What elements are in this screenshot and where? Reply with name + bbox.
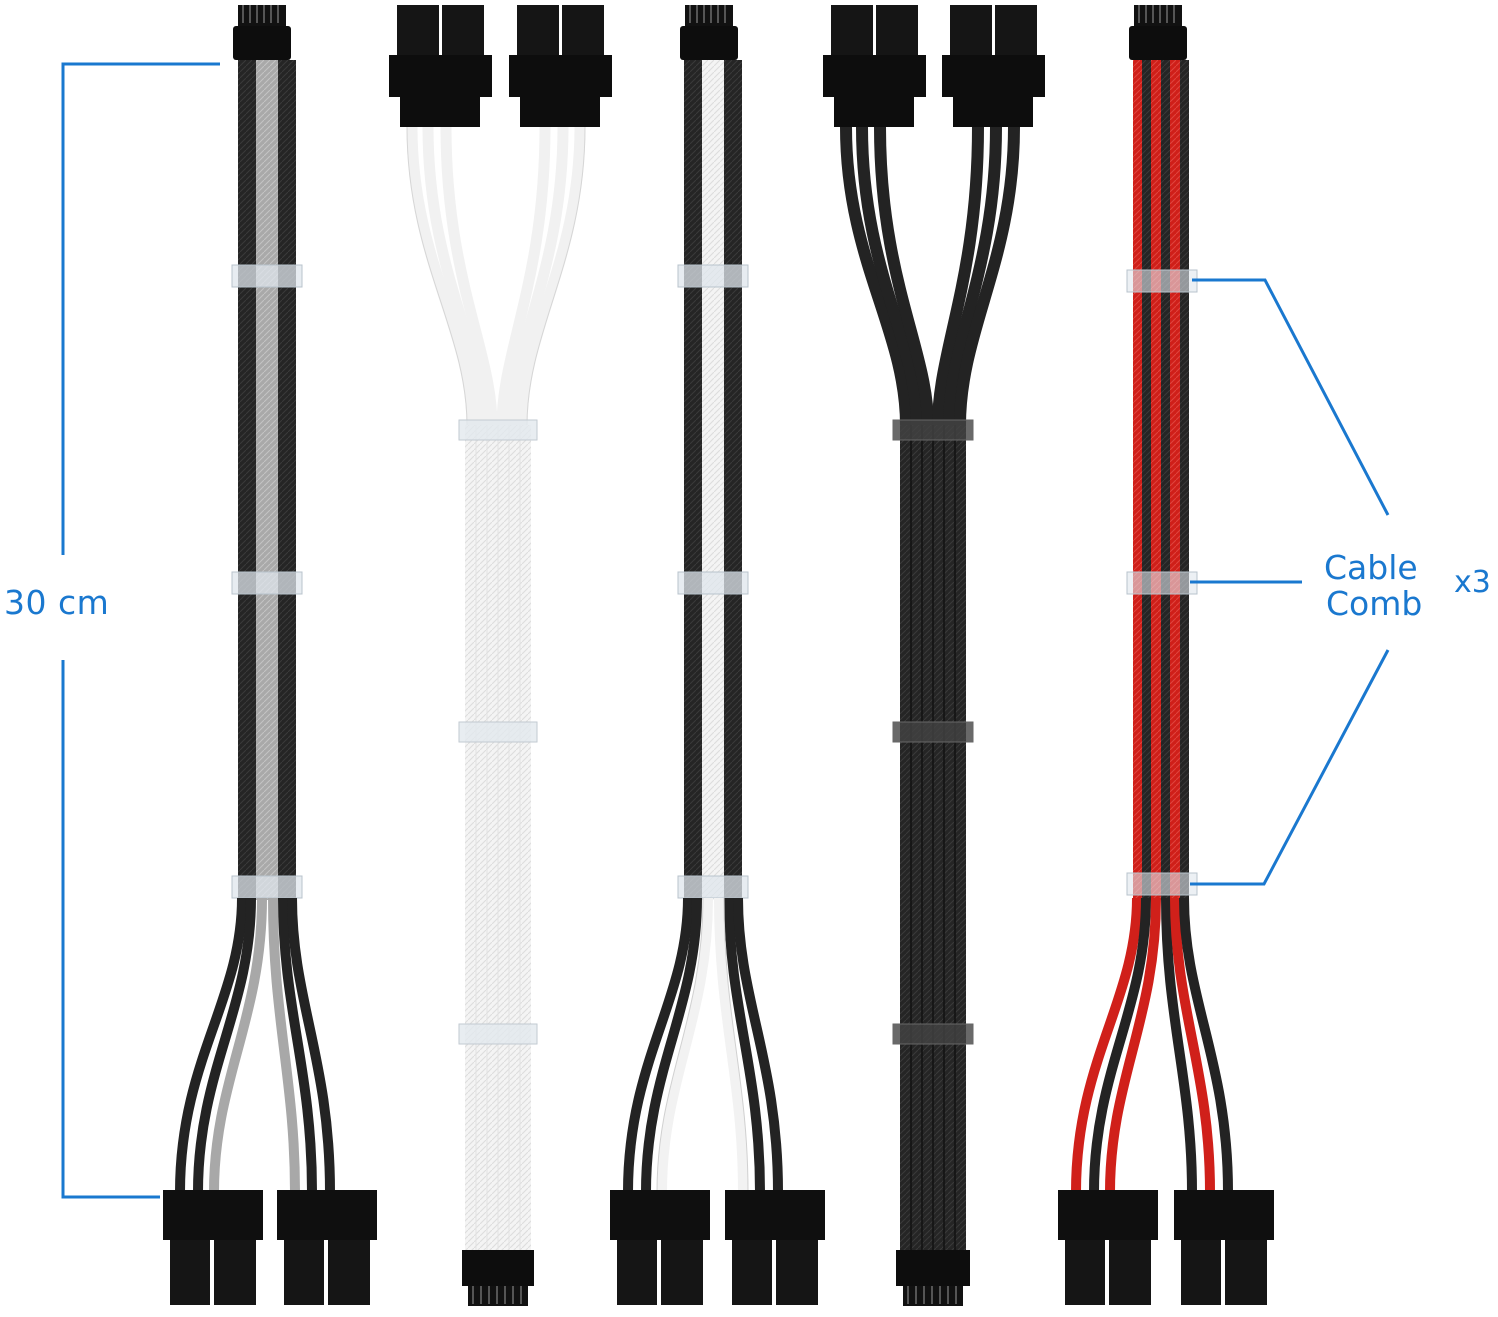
cable-comb — [1126, 269, 1198, 293]
cable-comb-label-line2: Comb — [1326, 584, 1423, 623]
8-pin-connector — [1174, 1190, 1274, 1305]
cable-comb — [231, 875, 303, 899]
8-pin-connector — [942, 5, 1045, 127]
cable-comb — [892, 721, 974, 743]
12-pin-connector — [1129, 5, 1187, 60]
8-pin-connector — [509, 5, 612, 127]
12-pin-connector — [233, 5, 291, 60]
cable-comb — [677, 264, 749, 288]
length-label: 30 cm — [4, 583, 110, 622]
cable-comb — [892, 419, 974, 441]
12-pin-connector — [680, 5, 738, 60]
red-black-split-cable — [1058, 5, 1274, 1305]
8-pin-connector — [725, 1190, 825, 1305]
cable-comb — [1126, 872, 1198, 896]
cable-comb — [458, 1023, 538, 1045]
8-pin-connector — [823, 5, 926, 127]
8-pin-connector — [163, 1190, 263, 1305]
length-bracket — [61, 62, 220, 1199]
cable-comb — [458, 419, 538, 441]
black-grey-split-cable — [163, 5, 377, 1305]
8-pin-connector — [1058, 1190, 1158, 1305]
cable-comb — [677, 875, 749, 899]
12-pin-connector — [896, 1250, 970, 1306]
cable-comb — [231, 264, 303, 288]
comb-callout-lines — [1190, 278, 1390, 886]
8-pin-connector — [277, 1190, 377, 1305]
white-split-cable — [389, 5, 612, 1306]
cable-comb — [892, 1023, 974, 1045]
cable-comb — [458, 721, 538, 743]
cable-comb — [677, 571, 749, 595]
cable-comb — [1126, 571, 1198, 595]
cable-comb-count: x3 — [1454, 565, 1491, 600]
black-split-cable — [823, 5, 1045, 1306]
8-pin-connector — [610, 1190, 710, 1305]
12-pin-connector — [462, 1250, 534, 1306]
cable-comb — [231, 571, 303, 595]
cable-comb-label-line1: Cable — [1324, 548, 1418, 587]
black-white-split-cable — [610, 5, 825, 1305]
8-pin-connector — [389, 5, 492, 127]
